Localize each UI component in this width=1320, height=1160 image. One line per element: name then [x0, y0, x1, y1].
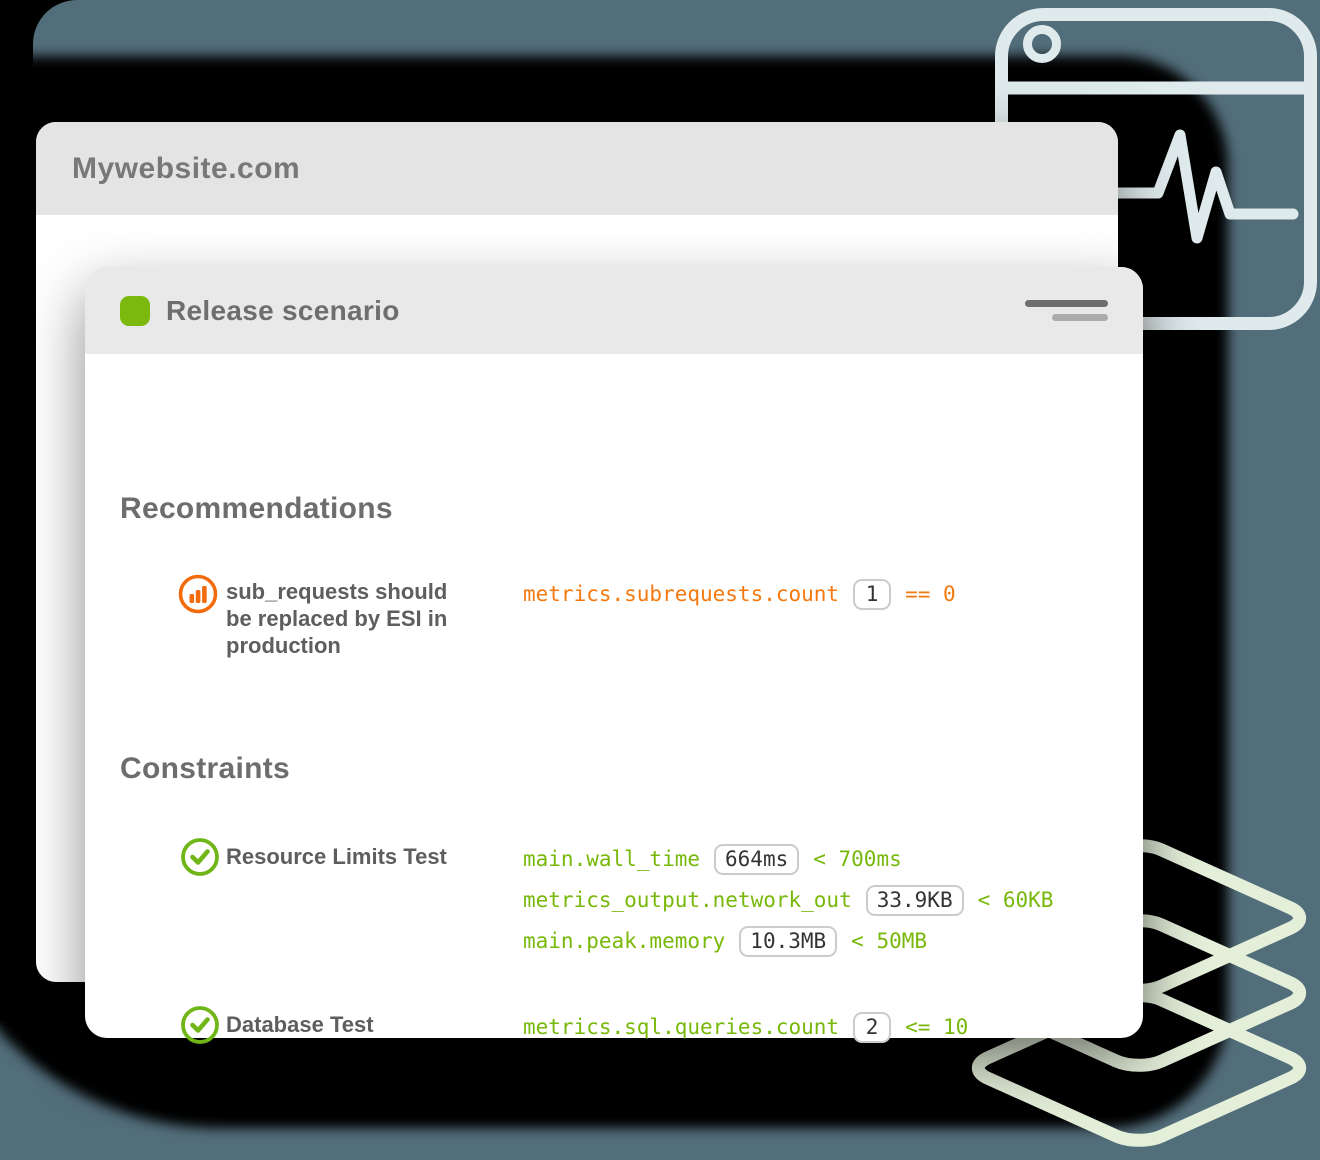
constraint-test-name: Resource Limits Test	[226, 844, 447, 869]
metric-comparison: < 700ms	[813, 847, 902, 871]
menu-icon-line	[1052, 314, 1108, 321]
metric-name: main.peak.memory	[523, 929, 726, 953]
metric-name: metrics_output.network_out	[523, 888, 852, 912]
metric-comparison: < 60KB	[977, 888, 1054, 912]
metric-value-badge: 10.3MB	[739, 925, 838, 957]
check-circle-icon	[181, 838, 219, 876]
browser-title: Mywebsite.com	[72, 151, 301, 185]
metric-value-badge: 1	[853, 578, 892, 610]
menu-icon-line	[1025, 300, 1108, 307]
metrics-chart-icon	[178, 574, 218, 614]
browser-title-bar: Mywebsite.com	[36, 122, 1118, 215]
constraint-assertions: metrics.sql.queries.count 2 <= 10	[523, 1009, 968, 1050]
metric-name: metrics.sql.queries.count	[523, 1015, 840, 1039]
constraint-test-name: Database Test	[226, 1012, 374, 1037]
status-square-icon	[120, 295, 150, 326]
metric-comparison: == 0	[905, 582, 956, 606]
recommendations-heading: Recommendations	[120, 492, 393, 525]
check-circle-icon	[181, 1006, 219, 1044]
recommendation-text: sub_requests should be replaced by ESI i…	[226, 579, 448, 658]
metric-value-badge: 33.9KB	[865, 884, 964, 916]
constraint-assertions: main.wall_time 664ms < 700ms metrics_out…	[523, 841, 1053, 964]
constraints-heading: Constraints	[120, 752, 290, 785]
metric-name: metrics.subrequests.count	[523, 582, 840, 606]
metric-comparison: <= 10	[905, 1015, 969, 1039]
recommendation-assertion: metrics.subrequests.count 1 == 0	[523, 576, 956, 617]
card-body: Recommendations sub_requests should be r…	[85, 354, 1143, 1044]
metric-name: main.wall_time	[523, 847, 701, 871]
release-scenario-card: Release scenario Recommendations sub_req…	[85, 267, 1143, 1044]
metric-value-badge: 2	[853, 1011, 892, 1043]
card-header: Release scenario	[85, 267, 1143, 354]
metric-value-badge: 664ms	[714, 843, 800, 875]
menu-icon[interactable]	[1025, 300, 1108, 321]
metric-comparison: < 50MB	[851, 929, 928, 953]
card-title: Release scenario	[166, 294, 400, 326]
